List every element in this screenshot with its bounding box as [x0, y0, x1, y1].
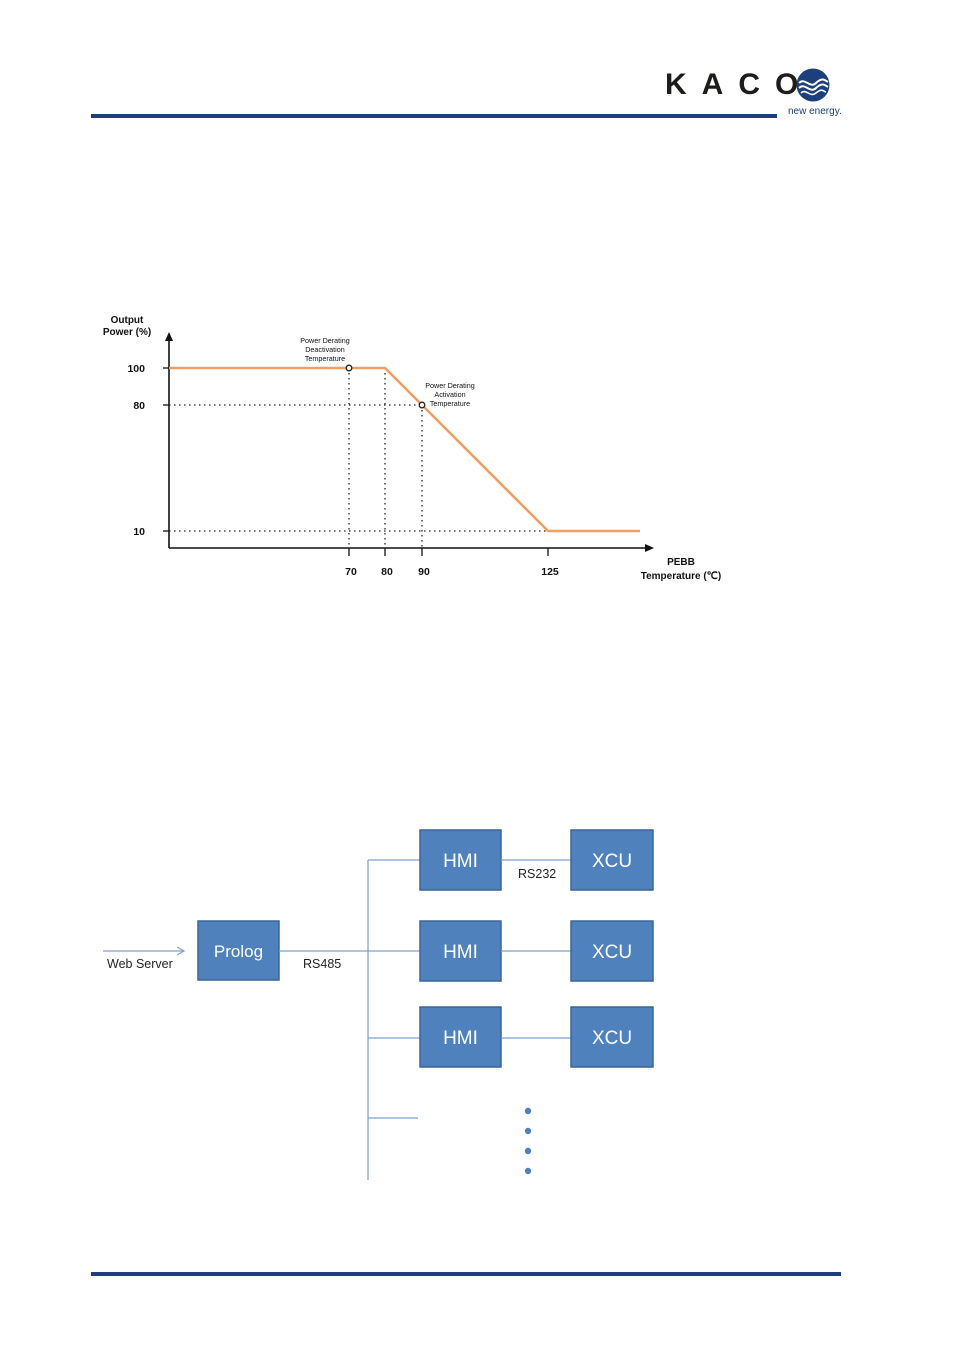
xcu-label-2: XCU — [592, 942, 632, 963]
vertical-dots-icon — [524, 1107, 532, 1175]
annotation-90-line-2: Activation — [434, 390, 465, 399]
header-rule — [91, 114, 777, 118]
xcu-label-1: XCU — [592, 851, 632, 872]
hmi-box-2 — [419, 920, 502, 982]
derating-chart: Output Power (%) PEBB Temperature (℃) 10… — [103, 315, 722, 582]
web-server-label: Web Server — [107, 957, 173, 971]
xcu-box-1 — [570, 829, 654, 891]
marker-70 — [345, 364, 353, 372]
y-axis-label-line2: Power (%) — [103, 327, 151, 338]
logo-text: KACO — [665, 68, 814, 101]
hmi-box-1 — [419, 829, 502, 891]
hmi-label-3: HMI — [443, 1028, 478, 1049]
x-axis-arrow — [645, 544, 654, 552]
prolog-box — [197, 920, 280, 981]
hmi-label-2: HMI — [443, 942, 478, 963]
marker-90 — [418, 401, 426, 409]
annotation-70-line-2: Deactivation — [305, 345, 345, 354]
x-tick-label-90: 90 — [418, 566, 430, 578]
y-axis-label-line1: Output — [111, 315, 144, 326]
footer-rule — [91, 1272, 841, 1276]
x-tick-label-70: 70 — [345, 566, 357, 578]
hmi-box-3 — [419, 1006, 502, 1068]
xcu-box-2 — [570, 920, 654, 982]
rs232-label: RS232 — [518, 867, 556, 881]
kaco-wave-icon — [796, 68, 830, 102]
annotation-90-line-3: Temperature — [430, 399, 470, 408]
y-tick-label-10: 10 — [133, 526, 145, 538]
series-line-0 — [169, 366, 640, 533]
x-tick-label-80: 80 — [381, 566, 393, 578]
rs485-label: RS485 — [303, 957, 341, 971]
communication-diagram: Web Server Prolog RS485 HMI RS232 XCU HM… — [103, 829, 654, 1180]
x-axis-label-line1: PEBB — [667, 557, 695, 568]
hmi-label-1: HMI — [443, 851, 478, 872]
annotation-90-line-1: Power Derating — [425, 381, 475, 390]
y-axis-arrow — [165, 332, 173, 341]
xcu-label-3: XCU — [592, 1028, 632, 1049]
prolog-label: Prolog — [214, 942, 263, 961]
y-tick-label-100: 100 — [127, 363, 145, 375]
y-tick-label-80: 80 — [133, 400, 145, 412]
x-tick-label-125: 125 — [541, 566, 559, 578]
logo-tagline: new energy. — [788, 106, 842, 117]
x-axis-label-line2: Temperature (℃) — [641, 571, 722, 582]
xcu-box-3 — [570, 1006, 654, 1068]
annotation-70-line-1: Power Derating — [300, 336, 350, 345]
annotation-70-line-3: Temperature — [305, 354, 345, 363]
